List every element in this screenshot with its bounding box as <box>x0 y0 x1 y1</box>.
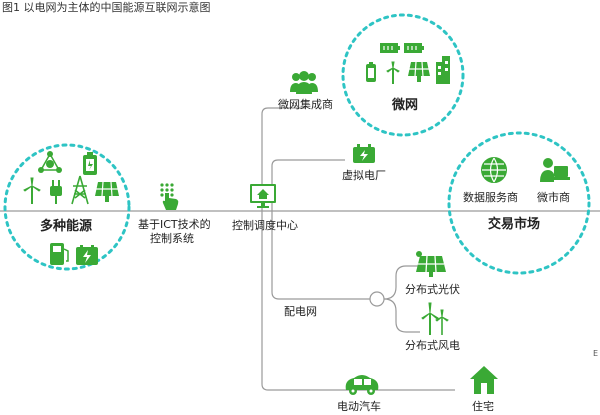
distribution-connector <box>271 211 370 300</box>
globe-icon <box>481 157 507 183</box>
micro-merchant-label: 微市商 <box>537 191 570 204</box>
residence-label: 住宅 <box>472 400 494 413</box>
monitor-house-icon <box>250 184 276 208</box>
figure-title: 图1 以电网为主体的中国能源互联网示意图 <box>2 1 211 14</box>
microgrid-label: 微网 <box>392 98 419 113</box>
pv-branch <box>383 265 420 300</box>
corner-mark: E <box>593 349 599 358</box>
battery-icon <box>83 152 97 175</box>
ict-control-label-line1: 基于ICT技术的 <box>138 218 211 231</box>
people-group-icon <box>290 71 318 94</box>
solar-panel-icon <box>95 181 119 202</box>
microgrid-ring <box>341 13 465 137</box>
junction-node <box>369 291 385 307</box>
plug-socket-icon <box>366 62 376 82</box>
wind-branch <box>383 298 420 333</box>
dispatch-center-label: 控制调度中心 <box>232 219 298 232</box>
person-laptop-icon <box>540 158 570 182</box>
distribution-grid-label: 配电网 <box>284 305 317 318</box>
ict-control-label-line2: 控制系统 <box>150 232 194 245</box>
electric-vehicle-label: 电动汽车 <box>337 400 381 413</box>
multi-energy-ring <box>3 143 131 271</box>
power-plug-icon <box>50 180 62 204</box>
multi-energy-label: 多种能源 <box>40 219 93 234</box>
connection-lines <box>0 107 600 391</box>
left-vertical-connector <box>261 107 455 391</box>
car-icon <box>345 375 379 395</box>
microgrid-building-icon <box>436 56 450 84</box>
fuel-pump-icon <box>50 243 69 265</box>
data-service-label: 数据服务商 <box>463 191 518 204</box>
distributed-wind-label: 分布式风电 <box>405 339 460 352</box>
microgrid-solar-icon <box>408 61 430 82</box>
virtual-plant-label: 虚拟电厂 <box>342 169 386 182</box>
distributed-wind-icon <box>421 302 449 335</box>
distributed-pv-icon <box>416 251 446 277</box>
distributed-pv-label: 分布式光伏 <box>405 283 460 296</box>
trading-market-ring <box>447 131 591 275</box>
battery-row-icon <box>380 43 424 53</box>
trading-market-label: 交易市场 <box>488 217 541 232</box>
microgrid-wind-icon <box>386 61 400 84</box>
wind-turbine-icon <box>23 177 41 204</box>
power-tower-icon <box>71 175 89 205</box>
hand-pointer-icon <box>160 183 179 210</box>
energy-cycle-icon <box>38 151 62 173</box>
microgrid-integrator-label: 微网集成商 <box>278 98 333 111</box>
virtual-plant-icon <box>353 144 375 163</box>
battery-charge-icon <box>76 245 98 265</box>
house-icon <box>470 366 498 394</box>
virtual-plant-connector <box>271 159 345 211</box>
